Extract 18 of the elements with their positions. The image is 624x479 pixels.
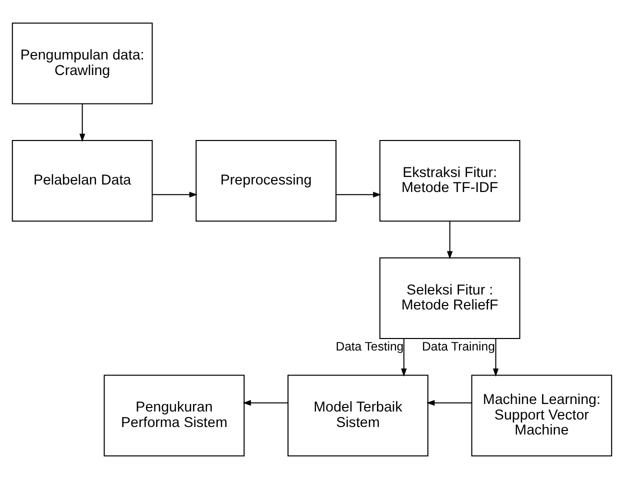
node-box: Pengukuran Performa Sistem xyxy=(104,374,245,456)
node-box: Pengumpulan data: Crawling xyxy=(12,22,153,104)
arrow xyxy=(492,338,499,377)
arrow xyxy=(446,221,453,260)
arrow xyxy=(401,338,407,377)
arrow xyxy=(426,400,472,406)
arrow xyxy=(152,192,198,198)
node-box: Preprocessing xyxy=(196,140,336,222)
node-box: Seleksi Fitur : Metode ReliefF xyxy=(379,257,520,340)
node-box: Model Terbaik Sistem xyxy=(288,374,428,456)
edge-label: Data Testing xyxy=(336,339,404,354)
node-box: Ekstraksi Fitur: Metode TF-IDF xyxy=(379,140,520,222)
node-box: Machine Learning: Support Vector Machine xyxy=(471,374,612,456)
arrow xyxy=(336,192,382,198)
edge-label: Data Training xyxy=(422,339,495,354)
arrow xyxy=(242,400,288,406)
node-box: Pelabelan Data xyxy=(12,140,153,222)
arrow xyxy=(79,104,86,142)
